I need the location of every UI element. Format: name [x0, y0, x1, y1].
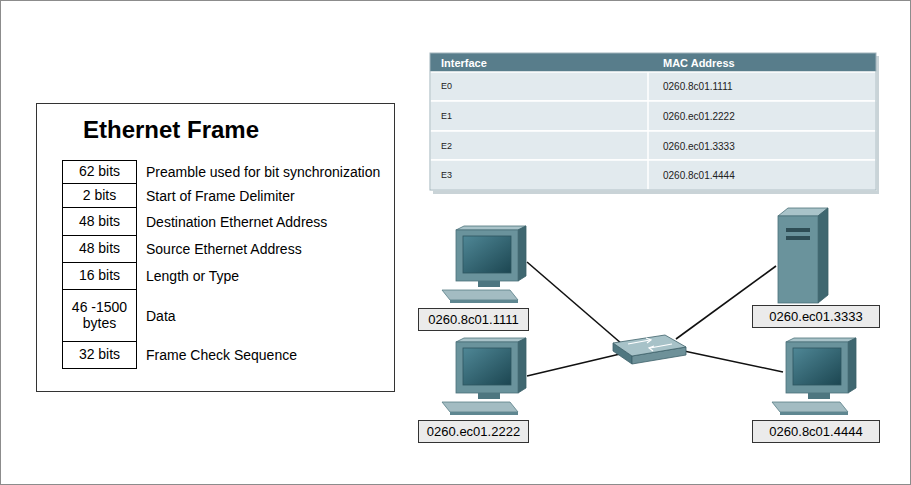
table-cell: E2	[441, 141, 452, 151]
wire	[527, 262, 622, 344]
address-box: 0260.ec01.3333	[752, 305, 880, 328]
arrow-head	[646, 338, 651, 343]
table-cell: 0260.ec01.2222	[663, 111, 735, 122]
address-box: 0260.ec01.2222	[418, 420, 529, 443]
field-cell: 2 bitsStart of Frame Delimiter	[62, 183, 137, 208]
drive-slot	[786, 228, 810, 232]
address-box: 0260.8c01.1111	[418, 308, 529, 331]
field-description: Destination Ethernet Address	[146, 214, 327, 230]
server-front	[778, 216, 818, 303]
server-side	[818, 208, 828, 303]
field-size: 48 bits	[75, 214, 124, 229]
field-size: 16 bits	[75, 268, 124, 283]
table-row	[430, 101, 876, 131]
table-header: MAC Address	[663, 57, 735, 69]
frame-panel: Ethernet Frame62 bitsPreamble used for b…	[36, 103, 395, 392]
field-description: Frame Check Sequence	[146, 347, 297, 363]
network-wires	[527, 262, 783, 376]
mac-address: 0260.ec01.2222	[427, 424, 520, 439]
mac-address: 0260.ec01.3333	[769, 309, 862, 324]
computer-icon	[772, 338, 856, 415]
field-cell: 32 bitsFrame Check Sequence	[62, 341, 137, 369]
mac-address: 0260.8c01.1111	[428, 312, 518, 327]
field-cell: 48 bitsSource Ethernet Address	[62, 235, 137, 263]
table-cell: E1	[441, 111, 452, 121]
table-cell: E3	[441, 170, 452, 180]
field-cell: 62 bitsPreamble used for bit synchroniza…	[62, 160, 137, 184]
field-size: 46 -1500 bytes	[63, 300, 136, 331]
computer-icon	[442, 226, 526, 303]
field-description: Source Ethernet Address	[146, 241, 302, 257]
wire	[684, 351, 783, 372]
computer-icon	[442, 338, 526, 415]
table-border	[430, 53, 876, 190]
switch-icon	[613, 335, 686, 364]
mac-table	[430, 53, 879, 194]
table-header-band	[430, 53, 876, 72]
column-divider	[647, 72, 649, 190]
table-header: Interface	[441, 57, 487, 69]
table-cell: 0260.ec01.3333	[663, 141, 735, 152]
field-size: 62 bits	[75, 164, 124, 179]
field-description: Start of Frame Delimiter	[146, 188, 295, 204]
drive-slot	[786, 236, 810, 240]
field-cell: 16 bitsLength or Type	[62, 262, 137, 290]
wire	[527, 354, 620, 376]
server-icon	[778, 208, 828, 303]
wire	[676, 266, 776, 339]
table-row	[430, 131, 876, 160]
switch-top	[613, 335, 686, 356]
field-size: 2 bits	[79, 188, 120, 203]
table-cell: E0	[441, 81, 452, 91]
field-description: Preamble used for bit synchronization	[146, 164, 380, 180]
field-size: 32 bits	[75, 347, 124, 362]
mac-address: 0260.8c01.4444	[769, 424, 862, 439]
table-row	[430, 72, 876, 101]
field-description: Data	[146, 308, 176, 324]
field-cell: 48 bitsDestination Ethernet Address	[62, 207, 137, 236]
panel-title: Ethernet Frame	[83, 116, 259, 144]
table-row	[430, 160, 876, 190]
field-description: Length or Type	[146, 268, 239, 284]
table-cell: 0260.8c01.4444	[663, 170, 735, 181]
field-cell: 46 -1500 bytesData	[62, 289, 137, 342]
field-size: 48 bits	[75, 241, 124, 256]
table-cell: 0260.8c01.1111	[663, 81, 733, 92]
arrow-line	[628, 340, 650, 344]
address-box: 0260.8c01.4444	[752, 420, 880, 443]
arrow-head	[649, 346, 654, 351]
switch-arrows	[628, 338, 672, 351]
